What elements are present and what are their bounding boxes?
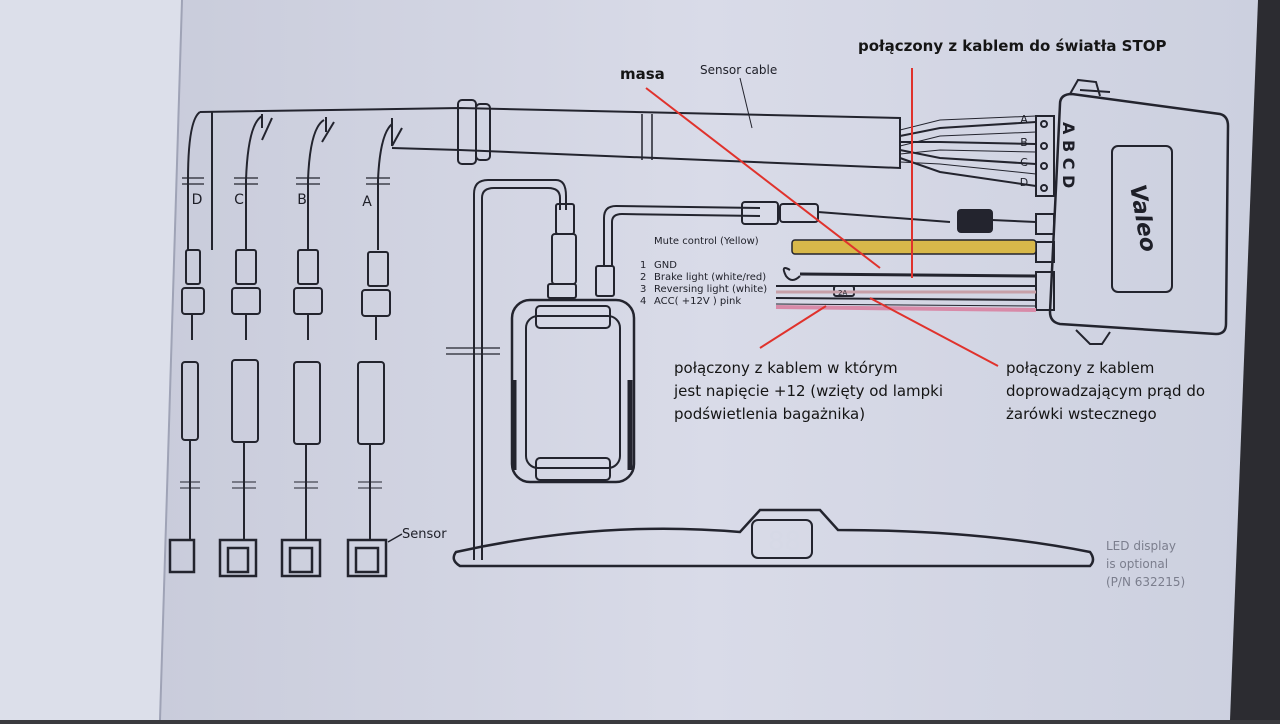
- fuse-label: 2A: [838, 289, 847, 297]
- port-letter-a: A: [1020, 113, 1028, 126]
- sensor-letter-d: D: [192, 192, 203, 208]
- mute-control-label: Mute control (Yellow): [654, 236, 759, 247]
- wire-3-num: 3: [640, 284, 646, 295]
- sensor-connectors-lower: [180, 359, 385, 540]
- brand-plate: [1111, 145, 1173, 293]
- led-note-line2: is optional: [1106, 557, 1168, 571]
- reverse-pointer-line: [869, 297, 999, 367]
- port-letter-d: D: [1020, 176, 1028, 189]
- sensor-label: Sensor: [402, 527, 447, 542]
- port-letter-c: C: [1020, 156, 1028, 169]
- acc-annotation-line3: podświetlenia bagażnika): [674, 405, 865, 423]
- cable-branch-a: [377, 123, 393, 250]
- sensor-letter-c: C: [234, 192, 244, 208]
- acc-annotation-line2: jest napięcie +12 (wzięty od lampki: [673, 382, 943, 400]
- mute-yellow-wire: [791, 239, 1037, 255]
- wire-legend: 1 GND 2 Brake light (white/red) 3 Revers…: [640, 260, 767, 307]
- sensor-connectors-upper: [181, 249, 391, 340]
- cable-branch-c: [245, 115, 263, 250]
- masa-pointer-line: [645, 87, 881, 269]
- wire-1-num: 1: [640, 260, 646, 271]
- mute-connector: [741, 201, 779, 225]
- led-digits: 88: [768, 527, 801, 557]
- wire-3-label: Reversing light (white): [654, 284, 767, 295]
- main-page: [160, 0, 1258, 720]
- page-fold: [159, 0, 183, 721]
- stop-annotation: połączony z kablem do światła STOP: [858, 37, 1166, 55]
- reverse-annotation-line3: żarówki wstecznego: [1006, 405, 1157, 423]
- led-display-bar: [452, 508, 1095, 568]
- reverse-annotation-line2: doprowadzającym prąd do: [1006, 382, 1205, 400]
- left-page: [0, 0, 182, 720]
- wire-2-num: 2: [640, 272, 646, 283]
- box-port-letters: A B C D: [1059, 122, 1078, 188]
- sensor-letter-b: B: [297, 192, 307, 208]
- led-note-line3: (P/N 632215): [1106, 575, 1185, 589]
- sensor-cable-leader: [739, 77, 753, 129]
- sensor-heads: [168, 538, 388, 578]
- ink-drawing: [168, 78, 1230, 578]
- wire-4-label: ACC( +12V ) pink: [654, 296, 741, 307]
- gnd-wire: [799, 272, 1037, 278]
- wire-4-num: 4: [640, 296, 646, 307]
- acc-pink-wire: [775, 305, 1037, 312]
- led-note-line1: LED display: [1106, 539, 1176, 553]
- wire-2-label: Brake light (white/red): [654, 272, 766, 283]
- reverse-annotation-line1: połączony z kablem: [1006, 359, 1154, 377]
- acc-pointer-line: [759, 305, 827, 349]
- cable-branch-d: [187, 111, 201, 250]
- sensor-cable-label: Sensor cable: [700, 63, 777, 77]
- cable-branch-b: [307, 119, 325, 250]
- sensor-letter-a: A: [362, 194, 372, 210]
- display-cable: [473, 179, 567, 560]
- main-control-box: [1048, 92, 1230, 336]
- masa-annotation: masa: [620, 65, 665, 83]
- acc-annotation-line1: połączony z kablem w którym: [674, 359, 898, 377]
- annotation-lines: [645, 68, 999, 367]
- port-letter-b: B: [1020, 136, 1028, 149]
- wire-1-label: GND: [654, 260, 677, 271]
